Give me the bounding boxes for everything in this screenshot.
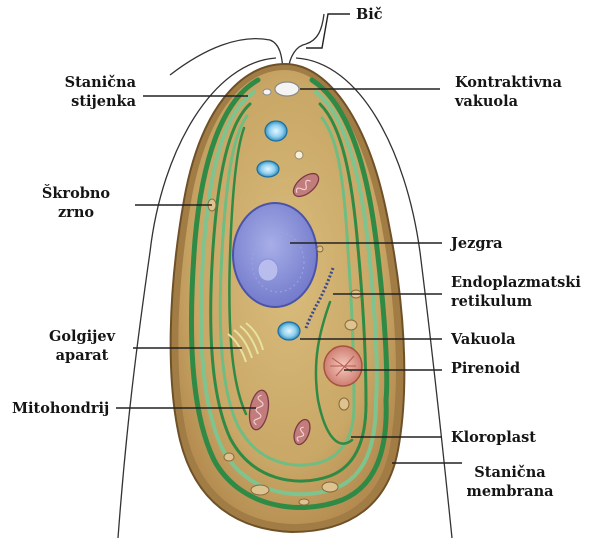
label-stanicna-membrana: Stanična membrana	[460, 463, 560, 501]
label-skrobno-zrno: Škrobno zrno	[36, 184, 116, 222]
flagellum-right	[288, 14, 324, 70]
contractile-vacuole	[275, 82, 299, 96]
label-stanicna-stijenka: Stanična stijenka	[65, 73, 136, 111]
label-mitohondrij: Mitohondrij	[12, 399, 109, 418]
label-bic: Bič	[356, 5, 383, 24]
pyrenoid	[324, 346, 362, 386]
nucleus	[233, 203, 317, 307]
label-kloroplast: Kloroplast	[451, 428, 536, 447]
label-kontraktivna-vakuola: Kontraktivna vakuola	[455, 73, 562, 111]
label-endoplazmatski-retikulum: Endoplazmatski retikulum	[451, 273, 581, 311]
label-pirenoid: Pirenoid	[451, 359, 520, 378]
label-jezgra: Jezgra	[451, 234, 503, 253]
label-golgijev-aparat: Golgijev aparat	[38, 327, 126, 365]
contractile-vacuole-small	[263, 89, 271, 95]
label-vakuola: Vakuola	[451, 330, 515, 349]
leader-bic	[306, 14, 350, 48]
